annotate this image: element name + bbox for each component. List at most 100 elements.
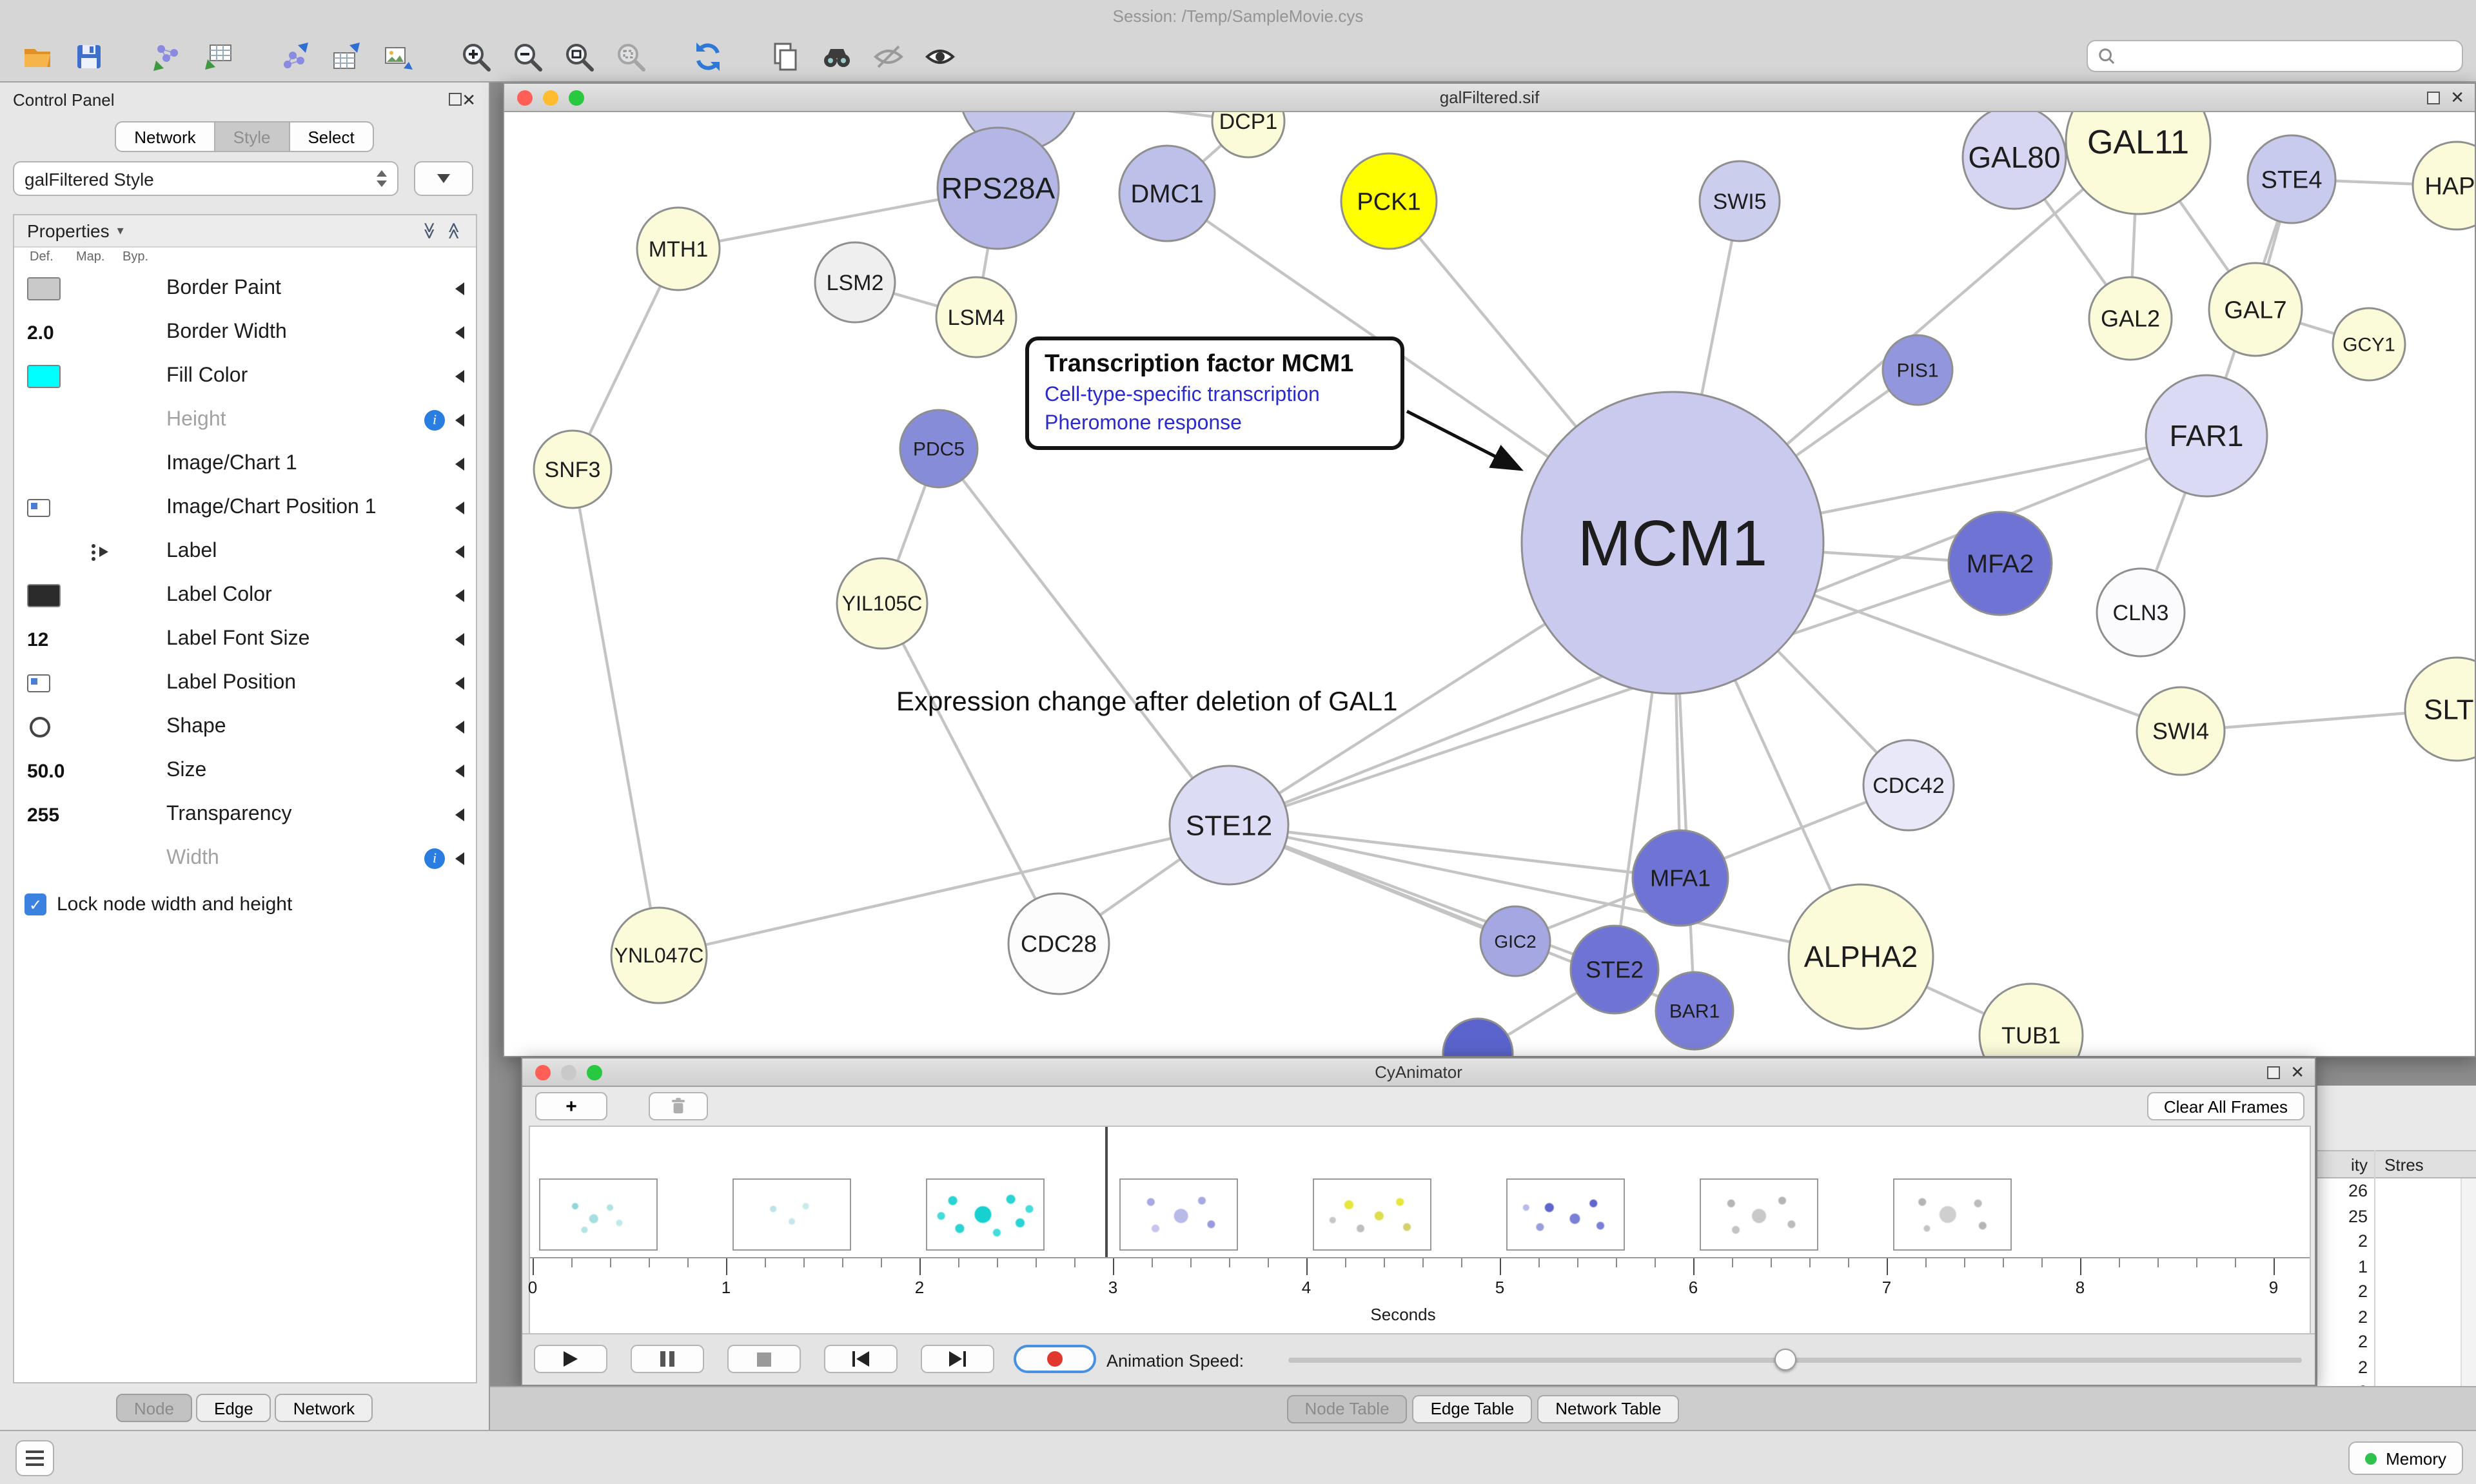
node-snf3[interactable]: SNF3 <box>533 429 613 509</box>
ellipse-shape-icon[interactable] <box>30 717 50 737</box>
node-hap4[interactable]: HAP4 <box>2412 141 2475 231</box>
edge-YIL105C-CDC28[interactable] <box>881 602 1060 945</box>
expand-row-arrow-icon[interactable] <box>455 589 464 602</box>
default-value-cell[interactable] <box>27 499 76 517</box>
annotation-link[interactable]: Cell-type-specific transcription <box>1045 384 1320 406</box>
property-row-fill-color[interactable]: Fill Color <box>14 355 476 398</box>
close-window-icon[interactable] <box>535 1064 551 1080</box>
expand-row-arrow-icon[interactable] <box>455 282 464 295</box>
expand-row-arrow-icon[interactable] <box>455 458 464 471</box>
edge-STE12-MFA1[interactable] <box>1228 823 1681 880</box>
zoom-out-button[interactable] <box>506 34 549 78</box>
color-swatch[interactable] <box>27 584 61 607</box>
tab-select[interactable]: Select <box>290 121 374 152</box>
property-row-shape[interactable]: Shape <box>14 705 476 749</box>
expand-all-icon[interactable]: ≪ <box>445 222 465 240</box>
table-row[interactable]: 2 <box>2317 1279 2461 1304</box>
node-cln3[interactable]: CLN3 <box>2096 567 2186 658</box>
play-button[interactable] <box>534 1345 607 1373</box>
default-value-cell[interactable]: 12 <box>27 629 49 650</box>
close-panel-icon[interactable]: ✕ <box>462 90 476 109</box>
table-rows[interactable]: 26252122222 <box>2317 1178 2461 1386</box>
node-blue1[interactable] <box>1442 1017 1514 1056</box>
tab-network[interactable]: Network <box>115 121 215 152</box>
property-row-border-paint[interactable]: Border Paint <box>14 267 476 311</box>
table-row[interactable]: 2 <box>2317 1229 2461 1254</box>
expand-row-arrow-icon[interactable] <box>455 808 464 821</box>
animation-speed-slider-thumb[interactable] <box>1774 1349 1796 1371</box>
import-table-button[interactable] <box>196 34 240 78</box>
export-network-button[interactable] <box>273 34 317 78</box>
annotation-link[interactable]: Pheromone response <box>1045 413 1242 434</box>
frame-thumbnail-5[interactable] <box>1313 1178 1431 1251</box>
node-pdc5[interactable]: PDC5 <box>899 409 979 489</box>
tab-edge-table[interactable]: Edge Table <box>1412 1394 1533 1423</box>
close-view-icon[interactable]: ✕ <box>2450 88 2464 107</box>
collapse-all-icon[interactable]: ≫ <box>420 222 440 240</box>
node-bar1[interactable]: BAR1 <box>1655 971 1734 1051</box>
close-window-icon[interactable] <box>517 90 533 105</box>
search-input[interactable] <box>2123 46 2451 66</box>
column-header-stress[interactable]: Stres <box>2384 1155 2424 1174</box>
expand-row-arrow-icon[interactable] <box>455 545 464 558</box>
lock-checkbox[interactable]: ✓ <box>25 893 46 915</box>
node-gal11[interactable]: GAL11 <box>2065 112 2212 215</box>
float-window-icon[interactable] <box>2427 91 2441 104</box>
property-row-image-chart-1[interactable]: Image/Chart 1 <box>14 442 476 486</box>
node-ynl047c[interactable]: YNL047C <box>610 906 708 1004</box>
default-value-cell[interactable] <box>27 584 76 607</box>
node-pis1[interactable]: PIS1 <box>1882 334 1954 406</box>
node-lsm4[interactable]: LSM4 <box>935 276 1017 358</box>
node-cdc42[interactable]: CDC42 <box>1862 739 1955 832</box>
close-panel-icon[interactable]: ✕ <box>2290 1062 2304 1082</box>
properties-expander-icon[interactable]: ▾ <box>117 224 124 238</box>
properties-header[interactable]: Properties <box>27 220 110 241</box>
table-row[interactable]: 25 <box>2317 1204 2461 1229</box>
node-alpha2[interactable]: ALPHA2 <box>1787 883 1934 1030</box>
annotation-box[interactable]: Transcription factor MCM1 Cell-type-spec… <box>1025 337 1404 450</box>
table-row[interactable]: 2 <box>2317 1329 2461 1354</box>
node-slt2[interactable]: SLT2 <box>2404 656 2475 762</box>
hide-selected-button[interactable] <box>867 34 910 78</box>
tab-network-style[interactable]: Network <box>275 1394 373 1422</box>
expand-row-arrow-icon[interactable] <box>455 721 464 734</box>
frame-thumbnail-8[interactable] <box>1893 1178 2012 1251</box>
add-frame-button[interactable]: + <box>535 1092 607 1120</box>
color-swatch[interactable] <box>27 365 61 388</box>
tab-node-table[interactable]: Node Table <box>1286 1394 1408 1423</box>
node-yil105c[interactable]: YIL105C <box>836 557 928 650</box>
default-value-cell[interactable] <box>27 277 76 300</box>
expand-row-arrow-icon[interactable] <box>455 633 464 646</box>
cyanimator-titlebar[interactable]: CyAnimator ✕ <box>522 1059 2315 1087</box>
expand-row-arrow-icon[interactable] <box>455 414 464 427</box>
position-icon[interactable] <box>27 499 50 517</box>
expand-row-arrow-icon[interactable] <box>455 326 464 339</box>
panel-toggle-button[interactable] <box>15 1440 54 1476</box>
position-icon[interactable] <box>27 674 50 692</box>
default-value-cell[interactable]: 255 <box>27 804 60 826</box>
node-ste2[interactable]: STE2 <box>1569 924 1660 1015</box>
export-image-button[interactable] <box>377 34 420 78</box>
node-lsm2[interactable]: LSM2 <box>814 241 896 324</box>
style-options-button[interactable] <box>414 161 473 196</box>
node-gal7[interactable]: GAL7 <box>2208 262 2303 357</box>
frame-thumbnail-7[interactable] <box>1700 1178 1818 1251</box>
column-header-radiality[interactable]: ity <box>2351 1155 2368 1174</box>
node-mfa1[interactable]: MFA1 <box>1631 829 1729 927</box>
zoom-selected-button[interactable] <box>609 34 653 78</box>
expand-row-arrow-icon[interactable] <box>455 765 464 777</box>
skip-to-start-button[interactable] <box>824 1345 898 1373</box>
node-gal80[interactable]: GAL80 <box>1961 112 2067 210</box>
style-selector[interactable]: galFiltered Style <box>13 161 398 196</box>
color-swatch[interactable] <box>27 277 61 300</box>
frame-thumbnail-4[interactable] <box>1119 1178 1238 1251</box>
node-ste4[interactable]: STE4 <box>2246 134 2337 224</box>
minimize-window-icon[interactable] <box>543 90 558 105</box>
stop-button[interactable] <box>727 1345 801 1373</box>
tab-node[interactable]: Node <box>115 1394 192 1422</box>
node-gic2[interactable]: GIC2 <box>1479 905 1551 977</box>
import-network-button[interactable] <box>144 34 188 78</box>
